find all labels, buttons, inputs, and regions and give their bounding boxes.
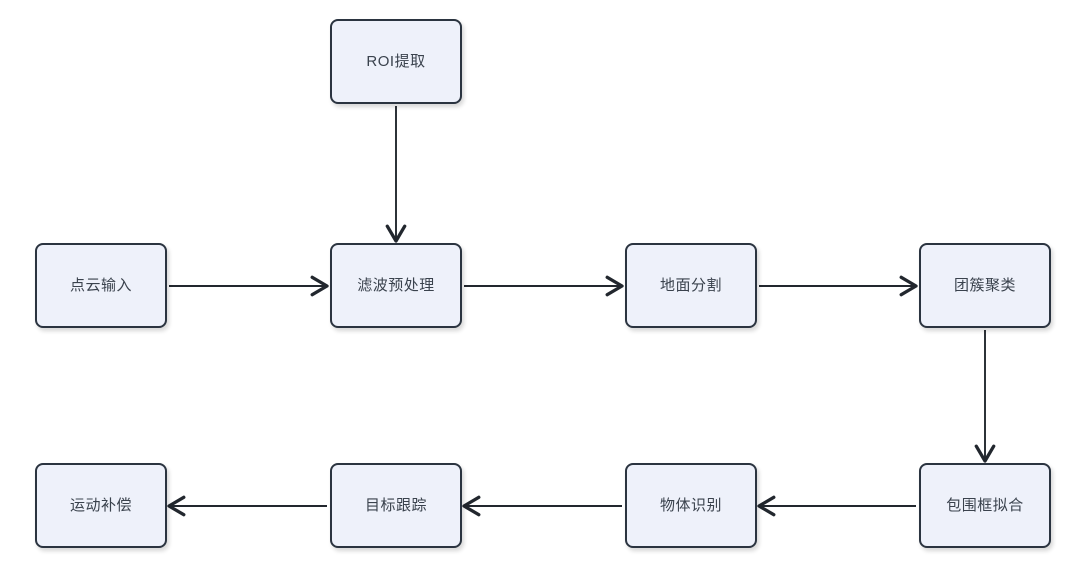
node-object-recognition[interactable]: 物体识别 <box>625 463 757 548</box>
node-label: 团簇聚类 <box>953 277 1016 294</box>
node-label: 目标跟踪 <box>364 497 427 514</box>
node-label: 运动补偿 <box>69 497 132 514</box>
node-point-cloud-input[interactable]: 点云输入 <box>35 243 167 328</box>
node-ground-segmentation[interactable]: 地面分割 <box>625 243 757 328</box>
node-cluster-clustering[interactable]: 团簇聚类 <box>919 243 1051 328</box>
node-filter-preprocessing[interactable]: 滤波预处理 <box>330 243 462 328</box>
node-label: 物体识别 <box>659 497 722 514</box>
node-target-tracking[interactable]: 目标跟踪 <box>330 463 462 548</box>
node-label: 滤波预处理 <box>357 277 435 294</box>
node-bounding-box-fitting[interactable]: 包围框拟合 <box>919 463 1051 548</box>
node-label: 点云输入 <box>69 277 132 294</box>
node-roi-extraction[interactable]: ROI提取 <box>330 19 462 104</box>
node-motion-compensation[interactable]: 运动补偿 <box>35 463 167 548</box>
node-label: 地面分割 <box>659 277 722 294</box>
node-label: ROI提取 <box>366 53 426 70</box>
node-label: 包围框拟合 <box>946 497 1024 514</box>
